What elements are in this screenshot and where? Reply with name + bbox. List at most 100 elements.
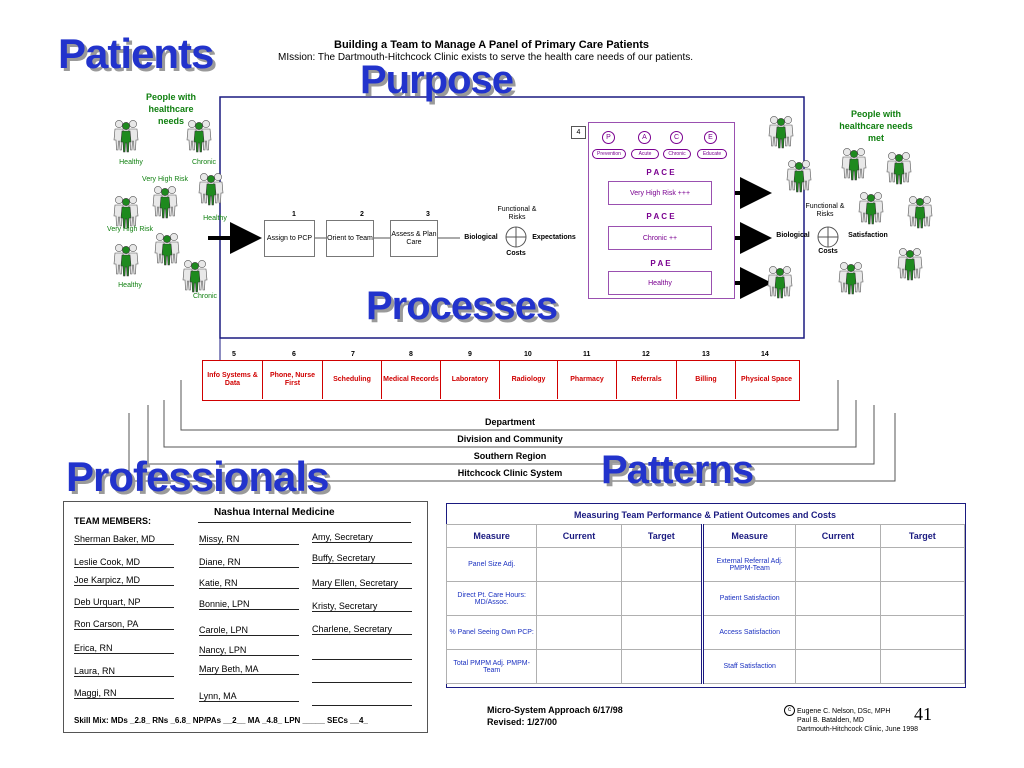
team-member: Charlene, Secretary [312,624,412,635]
process-number: 6 [292,351,296,358]
pace-pill-prevention: Prevention [592,149,626,159]
process-number: 10 [524,351,532,358]
label-healthy: Healthy [119,159,143,166]
level-hitchcock-system: Hitchcock Clinic System [457,468,563,478]
process-referrals: Referrals [617,361,677,399]
footer-micro-system: Micro-System Approach 6/17/98 [487,705,623,715]
heading-patterns: Patterns [601,448,754,492]
team-member: Missy, RN [199,534,299,545]
team-title-underline [198,522,411,523]
measure-name: Direct Pt. Care Hours: MD/Assoc. [445,581,538,616]
pace-box-healthy: Healthy [608,271,712,295]
measure-name: External Referral Adj. PMPM-Team [702,547,797,582]
measure-target[interactable] [879,581,966,616]
measure-target[interactable] [620,649,705,684]
measure-current[interactable] [795,615,881,650]
measure-target[interactable] [620,547,705,582]
team-panel [63,501,428,733]
table-row: Panel Size Adj. External Referral Adj. P… [445,547,966,582]
table-row: % Panel Seeing Own PCP: Access Satisfact… [445,615,966,650]
step-orient-team: Orient to Team [326,220,374,257]
team-members-label: TEAM MEMBERS: [74,516,151,526]
col-measure: Measure [702,524,797,548]
measure-current[interactable] [536,649,622,684]
label-very-high-risk: Very High Risk [142,176,188,183]
pace-pill-educate: Educate [697,149,727,159]
step-number: 2 [360,211,364,218]
measure-target[interactable] [620,581,705,616]
page-title: Building a Team to Manage A Panel of Pri… [334,39,650,51]
col-current: Current [536,524,622,548]
step-assess-plan: Assess & Plan Care [390,220,438,257]
process-label: Info Systems & Data [207,372,258,387]
copyright-symbol: c [788,707,791,713]
process-label: Pharmacy [570,376,604,383]
process-scheduling: Scheduling [323,361,382,399]
team-member: Katie, RN [199,578,299,589]
team-member: Erica, RN [74,643,174,654]
measure-current[interactable] [795,547,881,582]
compass-bottom-label: Costs [818,248,838,255]
footer-credit: Paul B. Batalden, MD [797,717,864,724]
measure-target[interactable] [879,649,966,684]
skill-mix: Skill Mix: MDs _2.8_ RNs _6.8_ NP/PAs __… [74,716,368,725]
pace-box-label: Chronic ++ [642,234,678,242]
pace-letter-e: E [704,131,717,144]
table-row: Total PMPM Adj. PMPM-Team Staff Satisfac… [445,649,966,684]
team-member-blank [312,671,412,683]
step-number: 3 [426,211,430,218]
measure-current[interactable] [795,581,881,616]
left-patients-title: People with healthcare needs [145,92,196,126]
process-label: Scheduling [333,376,371,383]
measure-target[interactable] [620,615,705,650]
team-member: Ron Carson, PA [74,619,174,630]
team-member: Kristy, Secretary [312,601,412,612]
team-member: Lynn, MA [199,691,299,702]
measure-current[interactable] [536,581,622,616]
process-number: 13 [702,351,710,358]
process-label: Physical Space [741,376,792,383]
process-row [202,360,800,401]
compass-bottom-label: Costs [506,250,526,257]
heading-patients: Patients [58,30,214,77]
team-member: Laura, RN [74,666,174,677]
team-member: Diane, RN [199,557,299,568]
team-member: Leslie Cook, MD [74,557,174,568]
measure-current[interactable] [536,615,622,650]
compass-left-label: Biological [776,232,810,239]
level-department: Department [484,417,535,427]
process-label: Radiology [511,376,546,383]
col-target: Target [620,524,705,548]
process-pharmacy: Pharmacy [558,361,617,399]
pace-number-box: 4 [571,126,586,139]
col-target: Target [879,524,966,548]
pace-panel [588,122,735,299]
team-member: Bonnie, LPN [199,599,299,610]
team-member: Buffy, Secretary [312,553,412,564]
measure-target[interactable] [879,547,966,582]
process-label: Referrals [631,376,662,383]
pace-letter-c: C [670,131,683,144]
pace-group-label: P A E [650,259,671,268]
process-billing: Billing [677,361,736,399]
step-label: Assess & Plan Care [391,230,437,246]
pace-pill-acute: Acute [631,149,659,159]
team-member: Deb Urquart, NP [74,597,174,608]
process-laboratory: Laboratory [441,361,500,399]
copyright-icon: c [784,705,795,716]
process-number: 14 [761,351,769,358]
heading-processes: Processes [366,284,558,328]
label-healthy: Healthy [118,282,142,289]
page-number: 41 [914,704,932,724]
pace-letter-p: P [602,131,615,144]
measure-current[interactable] [536,547,622,582]
process-radiology: Radiology [500,361,558,399]
measure-current[interactable] [795,649,881,684]
table-row: Direct Pt. Care Hours: MD/Assoc. Patient… [445,581,966,616]
team-member: Sherman Baker, MD [74,534,174,545]
measure-target[interactable] [879,615,966,650]
process-number: 8 [409,351,413,358]
compass-top-label: Functional & Risks [497,206,537,221]
label-very-high-risk: Very High Risk [107,226,153,233]
heading-purpose: Purpose [360,58,514,102]
